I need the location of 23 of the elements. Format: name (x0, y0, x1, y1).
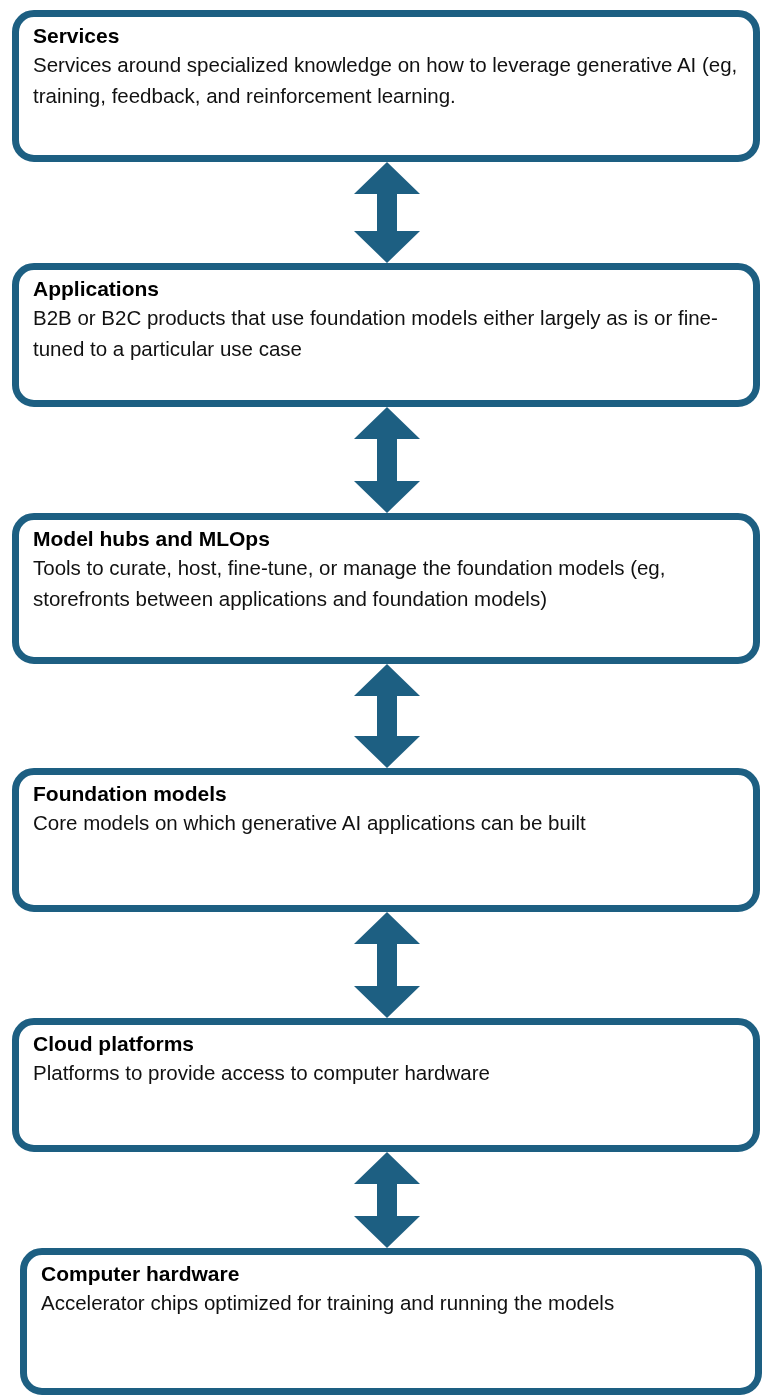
layer-title: Model hubs and MLOps (33, 526, 270, 552)
layer-description: Core models on which generative AI applications can be built (33, 810, 587, 836)
double-arrow (354, 162, 420, 263)
layer-description: Tools to curate, host, fine-tune, or manage the foundation models (eg, storefronts between applications and foundation models) (33, 555, 667, 612)
double-arrow (354, 1152, 420, 1248)
layer-box (12, 513, 760, 664)
layer-title: Services (33, 23, 120, 49)
layer-box (12, 263, 760, 407)
layer-title: Foundation models (33, 781, 227, 807)
layer-box (12, 1018, 760, 1152)
layer-box (12, 768, 760, 912)
layer-title: Cloud platforms (33, 1031, 194, 1057)
double-arrow (354, 912, 420, 1018)
layer-box (20, 1248, 762, 1395)
layer-title: Applications (33, 276, 159, 302)
layer-description: Accelerator chips optimized for training and running the models (41, 1290, 616, 1316)
layer-box (12, 10, 760, 162)
layer-description: B2B or B2C products that use foundation models either largely as is or fine-tuned to a particular use case (33, 305, 719, 362)
layer-description: Services around specialized knowledge on how to leverage generative AI (eg, training, feedback, and reinforcement learning. (33, 52, 739, 109)
layer-description: Platforms to provide access to computer hardware (33, 1060, 491, 1086)
double-arrow (354, 664, 420, 768)
double-arrow (354, 407, 420, 513)
layer-title: Computer hardware (41, 1261, 240, 1287)
